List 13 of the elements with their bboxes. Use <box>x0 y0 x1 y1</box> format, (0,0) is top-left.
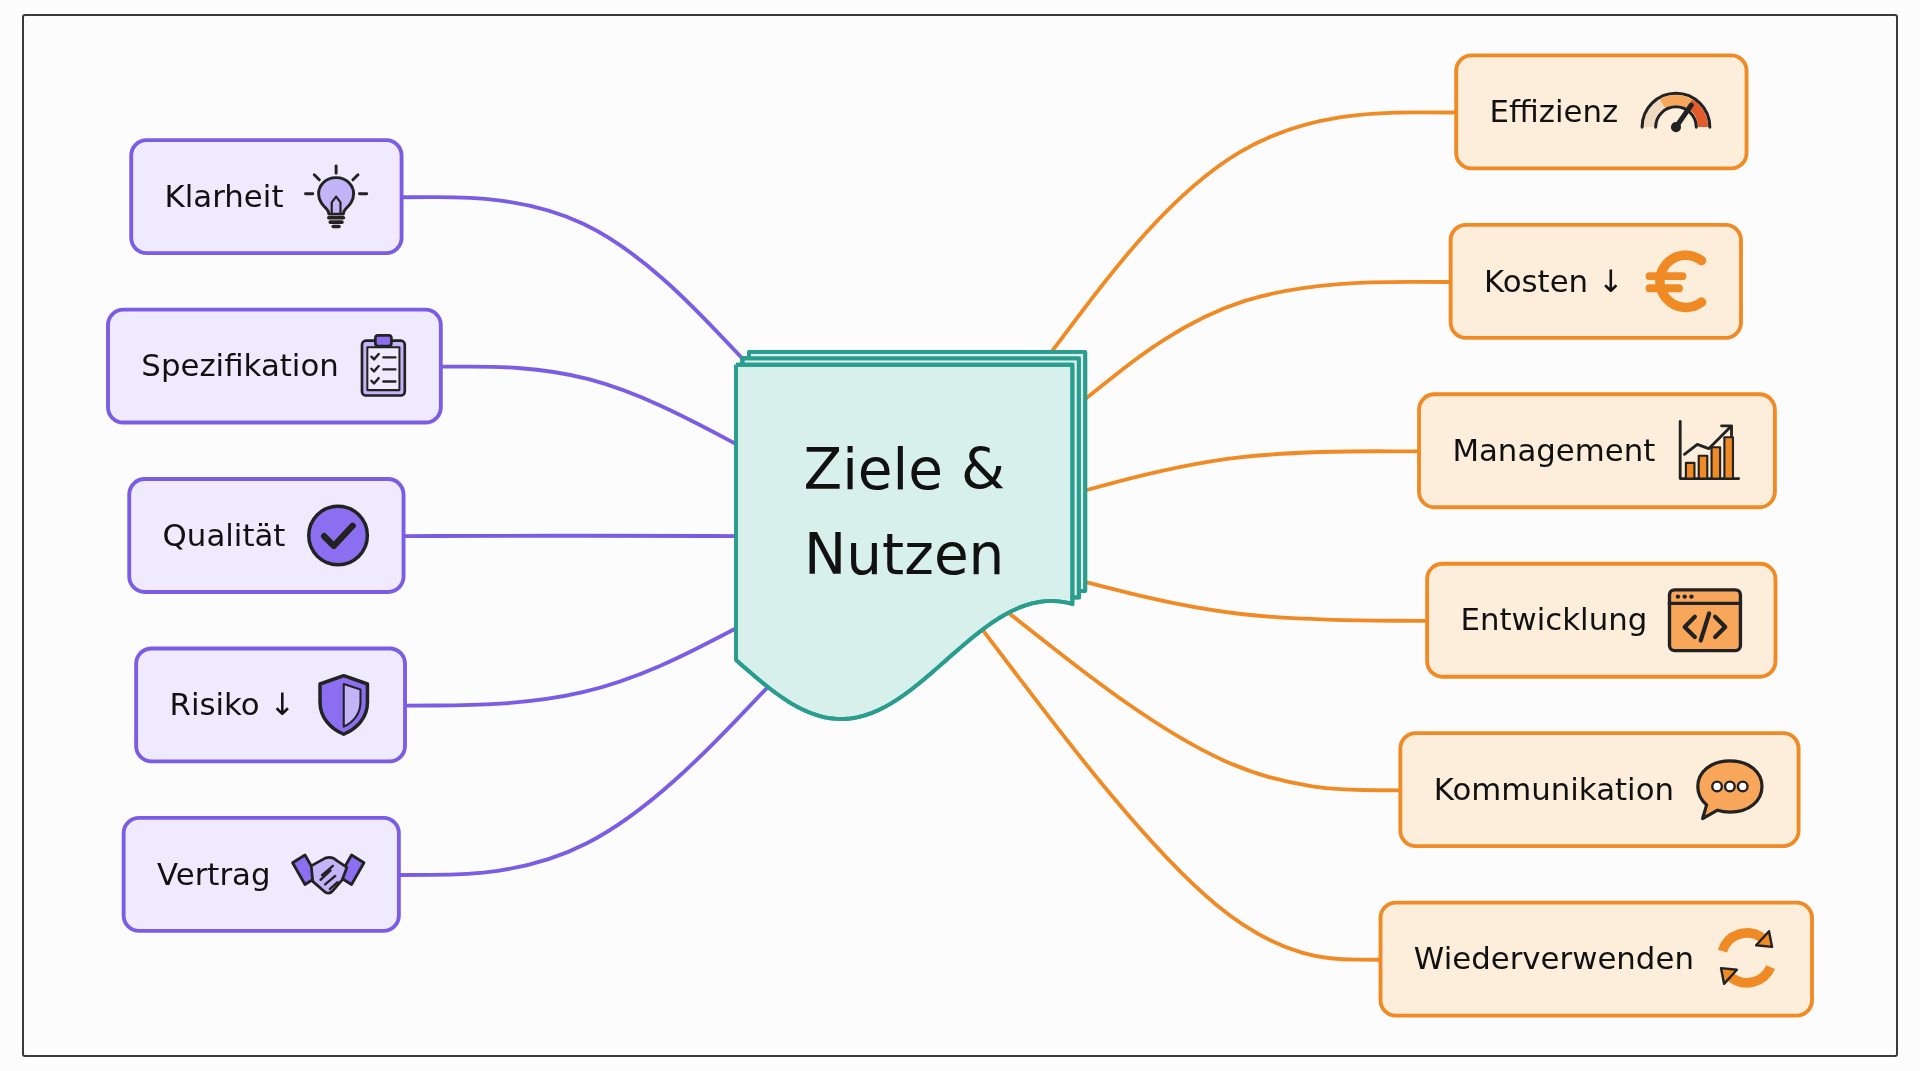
connector <box>399 685 770 877</box>
connector <box>402 195 745 361</box>
node-box: Vertrag <box>121 816 401 933</box>
node-box: Risiko ↓ <box>134 646 407 764</box>
node-box: Effizienz <box>1454 53 1749 171</box>
node-box: Spezifikation <box>106 307 443 425</box>
node-box: Kommunikation <box>1398 731 1801 849</box>
node-box: Management <box>1417 392 1777 510</box>
node-box: Kosten ↓ <box>1448 222 1743 340</box>
node-box: Qualität <box>127 477 406 594</box>
node-box: Klarheit <box>129 138 404 255</box>
node-box: Entwicklung <box>1425 561 1778 679</box>
connector <box>404 533 737 539</box>
